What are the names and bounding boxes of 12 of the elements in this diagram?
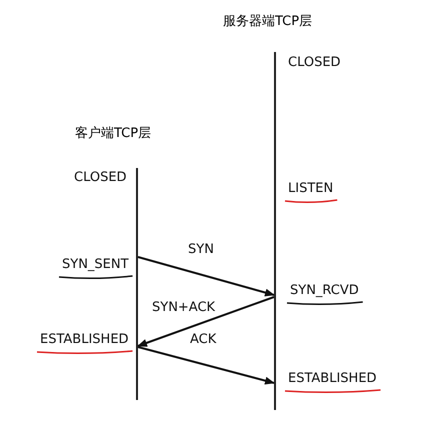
state-label: SYN_RCVD bbox=[290, 283, 359, 298]
arrow bbox=[138, 256, 275, 296]
arrow bbox=[138, 346, 275, 385]
state-label: CLOSED bbox=[74, 170, 127, 185]
state-label: ESTABLISHED bbox=[40, 332, 129, 347]
lifeline-title: 服务器端TCP层 bbox=[223, 13, 312, 30]
lifeline-title: 客户端TCP层 bbox=[75, 125, 152, 142]
arrow bbox=[137, 296, 274, 347]
state-label: CLOSED bbox=[288, 55, 341, 70]
state-label: LISTEN bbox=[288, 181, 334, 196]
state-label: SYN_SENT bbox=[62, 257, 129, 272]
state-label: ESTABLISHED bbox=[288, 371, 377, 386]
